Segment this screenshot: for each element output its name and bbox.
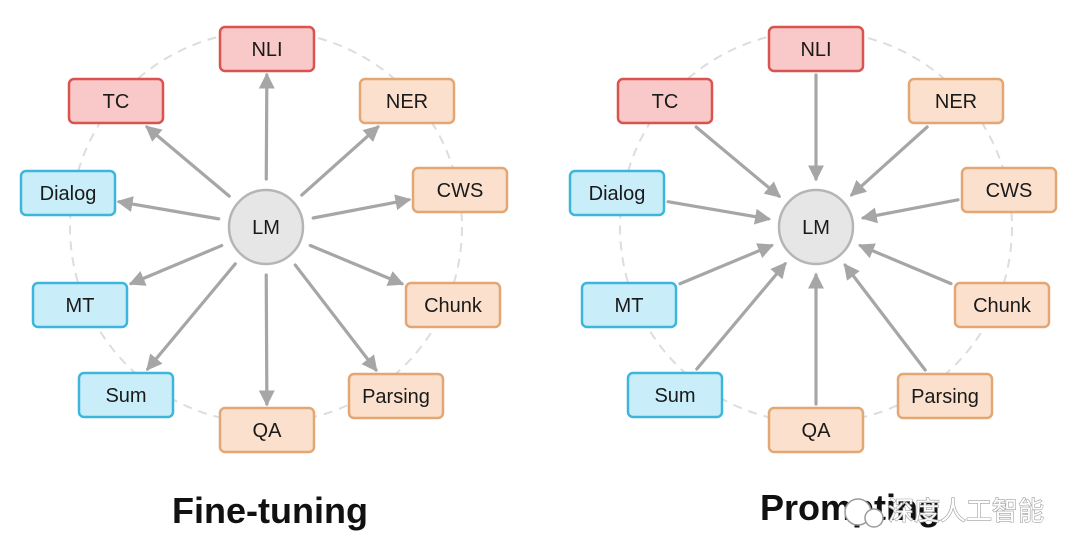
arrow-parsing	[843, 263, 927, 372]
task-box-tc	[616, 77, 714, 125]
task-label-mt: MT	[66, 295, 95, 317]
fine-tuning-diagram: NLI NER CWS Chunk Parsing QA Sum MT	[19, 25, 509, 531]
task-label-parsing: Parsing	[911, 386, 979, 408]
task-box-chunk	[404, 281, 502, 329]
arrow-chunk	[858, 243, 953, 286]
task-box-sum	[626, 371, 724, 419]
task-box-chunk	[953, 281, 1051, 329]
task-box-nli	[767, 25, 865, 73]
task-box-ner	[358, 77, 456, 125]
lm-label: LM	[802, 217, 830, 239]
task-box-dialog	[568, 169, 666, 217]
arrow-cws	[311, 194, 412, 220]
task-node-qa: QA	[218, 406, 316, 454]
wechat-bubble-small-icon	[864, 508, 884, 528]
watermark: 深度人工智能	[844, 496, 1045, 528]
task-node-qa: QA	[767, 406, 865, 454]
task-node-chunk: Chunk	[953, 281, 1051, 329]
task-box-parsing	[896, 372, 994, 420]
arrow-ner	[849, 125, 929, 197]
arrow-mt	[128, 243, 224, 286]
task-label-ner: NER	[935, 91, 977, 113]
arrow-qa	[258, 273, 275, 407]
task-label-tc: TC	[652, 91, 679, 113]
task-box-sum	[77, 371, 175, 419]
task-node-mt: MT	[31, 281, 129, 329]
task-node-ner: NER	[907, 77, 1005, 125]
task-node-mt: MT	[580, 281, 678, 329]
task-label-tc: TC	[103, 91, 130, 113]
arrow-parsing	[293, 263, 378, 372]
arrow-tc	[694, 125, 781, 198]
task-node-dialog: Dialog	[19, 169, 117, 217]
lm-node: LM	[227, 188, 305, 266]
task-node-cws: CWS	[411, 166, 509, 214]
fine-tuning-caption: Fine-tuning	[172, 490, 368, 531]
arrow-dialog	[666, 200, 772, 225]
task-node-cws: CWS	[960, 166, 1058, 214]
lm-circle	[777, 188, 855, 266]
task-label-cws: CWS	[986, 180, 1033, 202]
watermark-text: 深度人工智能	[888, 497, 1044, 527]
task-box-cws	[411, 166, 509, 214]
arrow-tc	[145, 125, 231, 198]
task-box-tc	[67, 77, 165, 125]
arrow-cws	[860, 198, 960, 224]
task-label-cws: CWS	[437, 180, 484, 202]
task-label-chunk: Chunk	[973, 295, 1032, 317]
task-label-ner: NER	[386, 91, 428, 113]
task-box-qa	[218, 406, 316, 454]
task-label-chunk: Chunk	[424, 295, 483, 317]
arrow-dialog	[116, 196, 221, 221]
task-label-mt: MT	[615, 295, 644, 317]
arrow-sum	[146, 262, 237, 371]
arrow-nli	[258, 72, 275, 181]
task-box-mt	[580, 281, 678, 329]
task-box-parsing	[347, 372, 445, 420]
task-node-nli: NLI	[218, 25, 316, 73]
task-node-dialog: Dialog	[568, 169, 666, 217]
task-box-dialog	[19, 169, 117, 217]
task-box-nli	[218, 25, 316, 73]
task-box-qa	[767, 406, 865, 454]
task-label-dialog: Dialog	[40, 183, 97, 205]
task-node-tc: TC	[67, 77, 165, 125]
task-label-qa: QA	[802, 420, 832, 442]
task-node-parsing: Parsing	[896, 372, 994, 420]
arrow-mt	[678, 243, 774, 286]
arrow-chunk	[308, 243, 405, 286]
task-label-parsing: Parsing	[362, 386, 430, 408]
task-node-parsing: Parsing	[347, 372, 445, 420]
task-node-tc: TC	[616, 77, 714, 125]
task-box-mt	[31, 281, 129, 329]
task-label-sum: Sum	[654, 385, 695, 407]
task-label-sum: Sum	[105, 385, 146, 407]
task-node-ner: NER	[358, 77, 456, 125]
task-label-qa: QA	[253, 420, 283, 442]
arrow-sum	[695, 261, 787, 371]
task-label-dialog: Dialog	[589, 183, 646, 205]
task-box-cws	[960, 166, 1058, 214]
lm-node: LM	[777, 188, 855, 266]
task-node-sum: Sum	[77, 371, 175, 419]
task-label-nli: NLI	[251, 39, 282, 61]
arrow-ner	[300, 125, 380, 197]
task-node-nli: NLI	[767, 25, 865, 73]
task-box-ner	[907, 77, 1005, 125]
lm-circle	[227, 188, 305, 266]
task-node-chunk: Chunk	[404, 281, 502, 329]
prompting-diagram: NLI NER CWS Chunk Parsing QA Sum MT	[568, 25, 1058, 528]
lm-label: LM	[252, 217, 280, 239]
task-label-nli: NLI	[800, 39, 831, 61]
task-node-sum: Sum	[626, 371, 724, 419]
